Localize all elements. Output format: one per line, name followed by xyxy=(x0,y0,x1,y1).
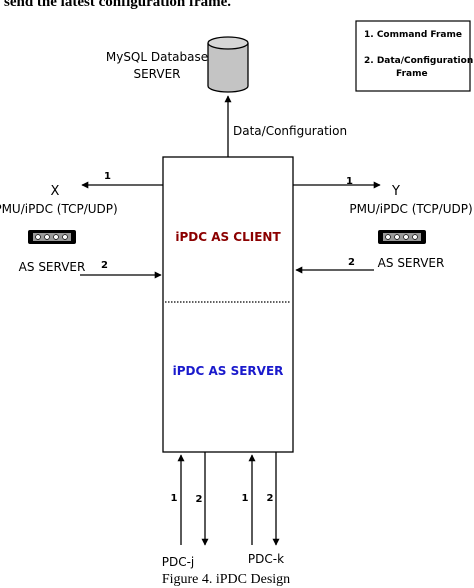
header-cut-text: send the latest configuration frame. xyxy=(4,0,231,10)
legend-item-command-frame: 1. Command Frame xyxy=(364,30,462,40)
legend-item-frame: Frame xyxy=(396,69,428,79)
right-command-num: 1 xyxy=(346,176,353,187)
database-label-line1: MySQL Database xyxy=(106,50,208,64)
left-node-protocol: PMU/iPDC (TCP/UDP) xyxy=(0,202,118,216)
ipdc-client-label: iPDC AS CLIENT xyxy=(175,230,281,244)
right-node-role: AS SERVER xyxy=(378,256,445,270)
left-node-name: X xyxy=(51,184,60,199)
ipdc-box xyxy=(162,156,294,453)
right-node-protocol: PMU/iPDC (TCP/UDP) xyxy=(349,202,472,216)
pdc-j-data-num: 2 xyxy=(196,494,203,505)
pdc-k-label: PDC-k xyxy=(248,552,284,566)
right-device-icon xyxy=(378,230,426,244)
database-icon xyxy=(207,36,249,93)
pdc-j-label: PDC-j xyxy=(162,555,195,569)
legend-item-data-config: 2. Data/Configuration xyxy=(364,56,473,66)
ipdc-server-label: iPDC AS SERVER xyxy=(173,364,284,378)
pdc-k-command-num: 1 xyxy=(242,493,249,504)
left-device-icon xyxy=(28,230,76,244)
left-node-role: AS SERVER xyxy=(19,260,86,274)
pdc-k-data-num: 2 xyxy=(267,493,274,504)
right-node-name: Y xyxy=(391,184,400,199)
pdc-j-command-num: 1 xyxy=(171,493,178,504)
left-data-num: 2 xyxy=(101,260,108,271)
legend-box: 1. Command Frame 2. Data/Configuration F… xyxy=(355,20,473,92)
database-label-line2: SERVER xyxy=(133,67,180,81)
figure-caption: Figure 4. iPDC Design xyxy=(162,572,290,587)
db-arrow-label: Data/Configuration xyxy=(233,124,347,138)
right-data-num: 2 xyxy=(348,257,355,268)
left-command-num: 1 xyxy=(104,171,111,182)
